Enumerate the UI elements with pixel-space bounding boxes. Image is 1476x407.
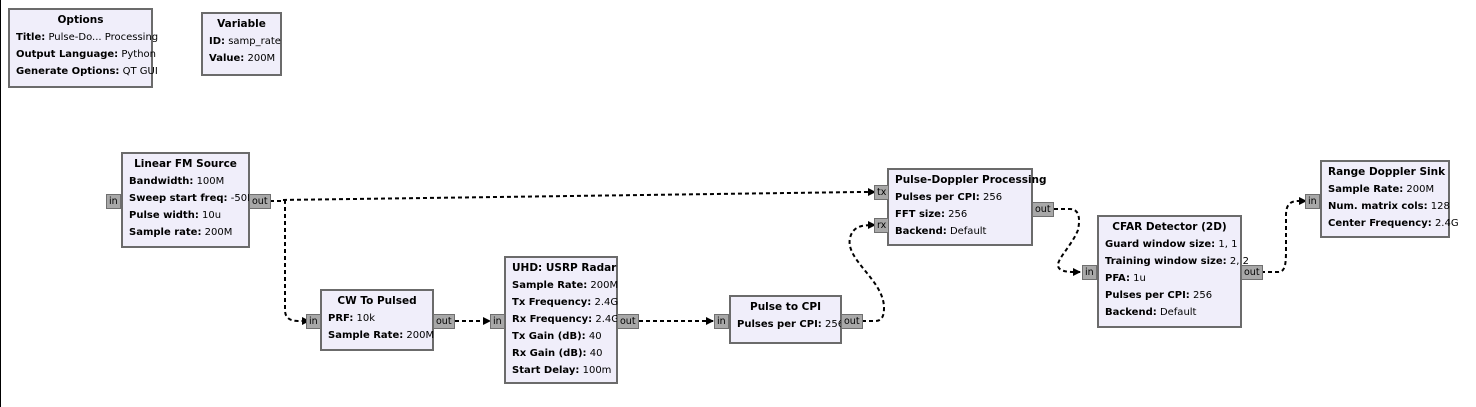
pdp-tx-port[interactable]: tx [874, 185, 890, 200]
cfar-in-port[interactable]: in [1082, 265, 1097, 280]
cpi-in-port[interactable]: in [714, 314, 729, 329]
param-row: Generate Options: QT GUI [16, 66, 158, 77]
param-row: Pulses per CPI: 256 [895, 192, 1003, 203]
param-row: Sample rate: 200M [129, 227, 233, 238]
param-row: Guard window size: 1, 1 [1105, 239, 1238, 250]
connection-pdp-to-cfar [1054, 208, 1081, 276]
connection-cpi-to-pdp-rx [848, 221, 886, 322]
block-title: UHD: USRP Radar [512, 262, 617, 274]
block-title: Range Doppler Sink [1328, 166, 1446, 178]
param-row: ID: samp_rate [209, 36, 281, 47]
options-block[interactable]: Options Title: Pulse-Do... Processing Ou… [8, 8, 159, 88]
range-doppler-sink-block[interactable]: Range Doppler Sink Sample Rate: 200M Num… [1320, 160, 1459, 238]
param-row: Center Frequency: 2.4G [1328, 218, 1459, 229]
cw-in-port[interactable]: in [306, 314, 321, 329]
pdp-out-port[interactable]: out [1032, 202, 1054, 217]
param-row: Tx Frequency: 2.4G [512, 297, 619, 308]
param-row: Backend: Default [895, 226, 987, 237]
cw-out-port[interactable]: out [433, 314, 455, 329]
param-row: Bandwidth: 100M [129, 176, 225, 187]
param-row: PRF: 10k [328, 313, 376, 324]
param-row: Backend: Default [1105, 307, 1197, 318]
block-title: Variable [217, 18, 266, 30]
lfm-in-port[interactable]: in [106, 194, 121, 209]
param-row: PFA: 1u [1105, 273, 1146, 284]
linear-fm-source-block[interactable]: Linear FM Source Bandwidth: 100M Sweep s… [121, 152, 256, 248]
cpi-out-port[interactable]: out [841, 314, 863, 329]
param-row: Output Language: Python [16, 49, 157, 60]
param-row: Sample Rate: 200M [1328, 184, 1435, 195]
cfar-out-port[interactable]: out [1241, 265, 1263, 280]
param-row: Sample Rate: 200M [512, 280, 619, 291]
param-row: Pulses per CPI: 256 [1105, 290, 1213, 301]
cw-to-pulsed-block[interactable]: CW To Pulsed PRF: 10k Sample Rate: 200M [320, 289, 434, 351]
param-row: Rx Gain (dB): 40 [512, 348, 603, 359]
block-title: CFAR Detector (2D) [1112, 221, 1227, 233]
param-row: Tx Gain (dB): 40 [512, 331, 602, 342]
param-row: Pulse width: 10u [129, 210, 222, 221]
pulse-doppler-processing-block[interactable]: Pulse-Doppler Processing Pulses per CPI:… [887, 168, 1047, 246]
param-row: Sample Rate: 200M [328, 330, 435, 341]
pulse-to-cpi-block[interactable]: Pulse to CPI Pulses per CPI: 256 [729, 295, 845, 344]
cfar-detector-block[interactable]: CFAR Detector (2D) Guard window size: 1,… [1097, 215, 1249, 328]
uhd-usrp-radar-block[interactable]: UHD: USRP Radar Sample Rate: 200M Tx Fre… [504, 256, 620, 384]
param-row: Rx Frequency: 2.4G [512, 314, 620, 325]
param-row: Title: Pulse-Do... Processing [16, 32, 159, 43]
block-title: Linear FM Source [134, 158, 237, 170]
param-row: FFT size: 256 [895, 209, 968, 220]
pdp-rx-port[interactable]: rx [874, 218, 890, 233]
param-row: Training window size: 2, 2 [1105, 256, 1249, 267]
lfm-out-port[interactable]: out [249, 194, 271, 209]
connection-lfm-to-pdp-tx [270, 188, 876, 202]
canvas-left-border [0, 0, 1, 407]
block-title: Pulse to CPI [750, 301, 821, 313]
connection-cfar-to-rds [1261, 197, 1307, 273]
rds-in-port[interactable]: in [1305, 194, 1320, 209]
uhd-in-port[interactable]: in [490, 314, 505, 329]
block-title: Options [57, 14, 104, 26]
uhd-out-port[interactable]: out [617, 314, 639, 329]
param-row: Pulses per CPI: 256 [737, 319, 845, 330]
block-title: CW To Pulsed [337, 295, 417, 307]
variable-block[interactable]: Variable ID: samp_rate Value: 200M [201, 12, 282, 76]
block-title: Pulse-Doppler Processing [895, 174, 1047, 186]
param-row: Start Delay: 100m [512, 365, 612, 376]
connection-lfm-to-cw [270, 200, 310, 325]
param-row: Value: 200M [209, 53, 276, 64]
param-row: Sweep start freq: -50M [129, 193, 256, 204]
param-row: Num. matrix cols: 128 [1328, 201, 1450, 212]
